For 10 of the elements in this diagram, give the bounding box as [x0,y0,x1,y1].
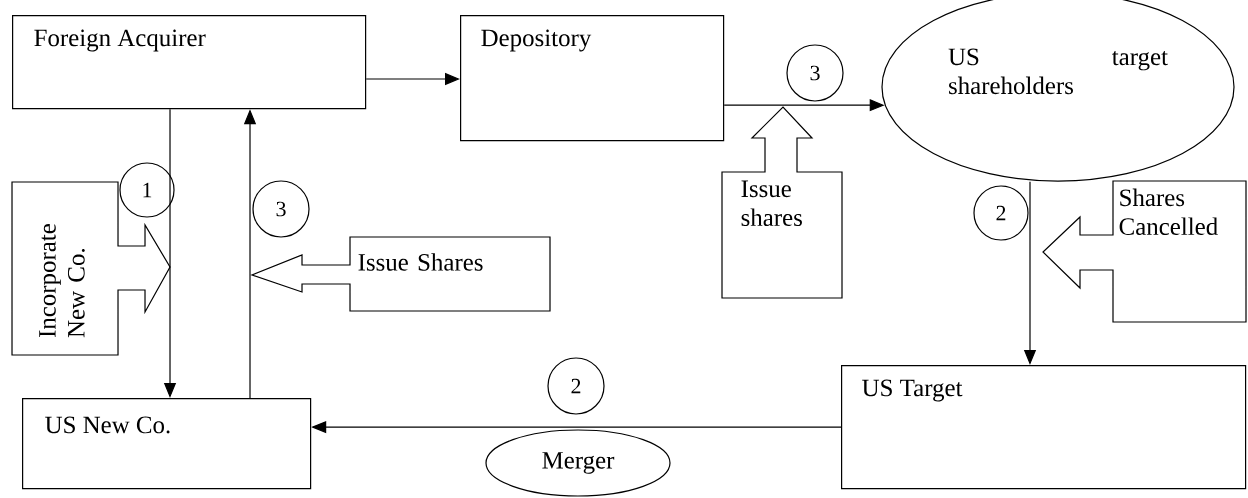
step-number: 3 [786,44,844,102]
step-number: 2 [973,185,1029,241]
process-box: US New Co. [22,398,312,490]
step-number: 1 [119,162,175,218]
process-box: US Target [841,365,1247,490]
process-box: Foreign Acquirer [12,15,367,110]
ellipse-node: Merger [485,429,671,497]
process-box: Depository [460,15,725,142]
step-number: 3 [252,180,310,238]
step-number: 2 [547,357,605,415]
